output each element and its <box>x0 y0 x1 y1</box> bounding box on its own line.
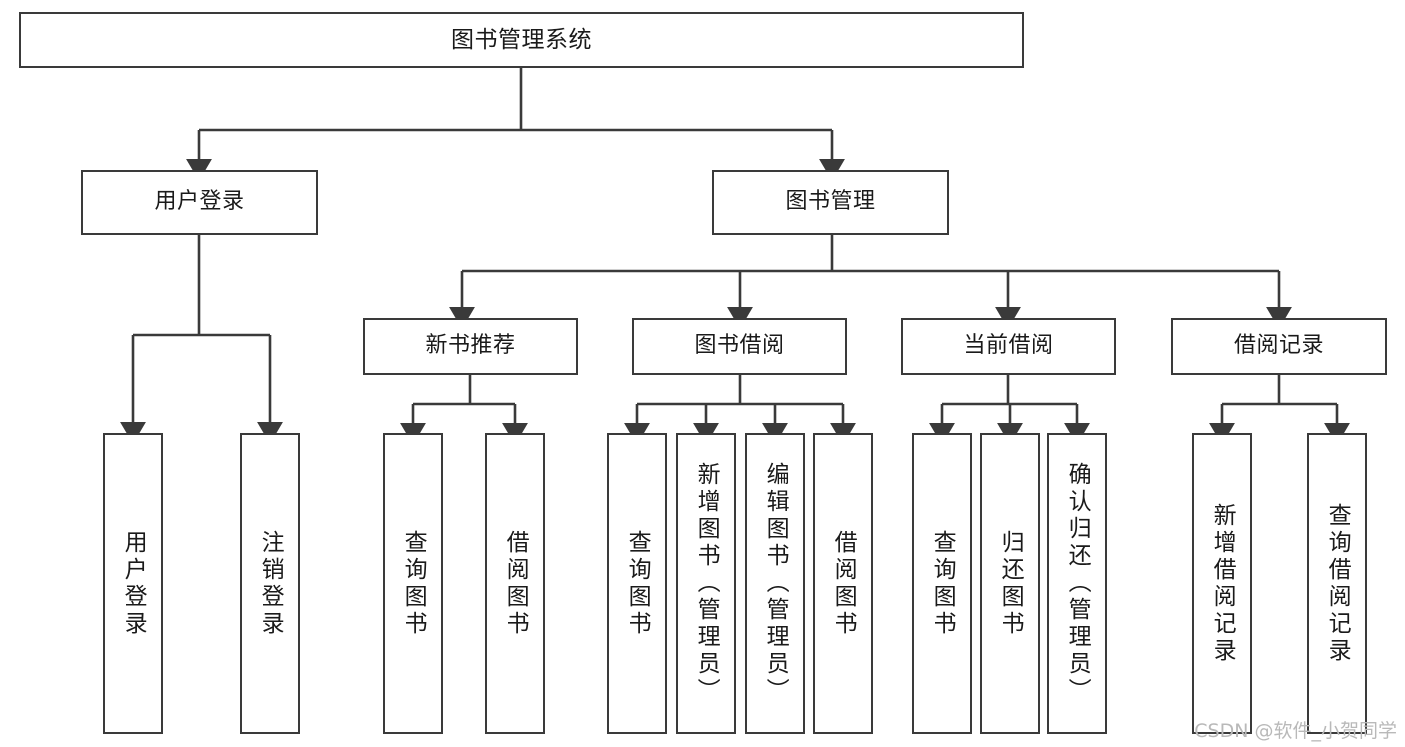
leaf-query-book-borrowing[interactable]: 查询图书 <box>607 433 667 734</box>
leaf-return-book[interactable]: 归还图书 <box>980 433 1040 734</box>
node-label: 图书借阅 <box>694 333 785 359</box>
leaf-confirm-return-admin[interactable]: 确认归还（管理员） <box>1047 433 1107 734</box>
node-label: 新增借阅记录 <box>1209 502 1236 665</box>
node-label: 借阅图书 <box>830 529 857 638</box>
leaf-query-borrowing-record[interactable]: 查询借阅记录 <box>1307 433 1367 734</box>
node-root-book-management-system[interactable]: 图书管理系统 <box>19 12 1024 68</box>
node-label: 图书管理 <box>785 189 876 215</box>
node-label: 借阅记录 <box>1233 333 1324 359</box>
node-user-login[interactable]: 用户登录 <box>81 170 318 235</box>
node-label: 查询图书 <box>624 529 651 638</box>
node-book-management[interactable]: 图书管理 <box>712 170 949 235</box>
node-label: 新书推荐 <box>425 333 516 359</box>
leaf-logout[interactable]: 注销登录 <box>240 433 300 734</box>
node-label: 新增图书（管理员） <box>693 462 720 705</box>
leaf-edit-book-admin[interactable]: 编辑图书（管理员） <box>745 433 805 734</box>
node-label: 归还图书 <box>997 529 1024 638</box>
node-label: 查询图书 <box>929 529 956 638</box>
leaf-add-borrowing-record[interactable]: 新增借阅记录 <box>1192 433 1252 734</box>
node-label: 注销登录 <box>257 529 284 638</box>
leaf-borrow-book-borrowing[interactable]: 借阅图书 <box>813 433 873 734</box>
node-book-borrowing[interactable]: 图书借阅 <box>632 318 847 375</box>
node-label: 编辑图书（管理员） <box>762 462 789 705</box>
node-borrowing-record[interactable]: 借阅记录 <box>1171 318 1387 375</box>
node-new-book-recommendation[interactable]: 新书推荐 <box>363 318 578 375</box>
leaf-query-book-new-recommendation[interactable]: 查询图书 <box>383 433 443 734</box>
node-label: 图书管理系统 <box>451 26 592 53</box>
csdn-watermark: CSDN @软件_小贺同学 <box>1194 720 1397 742</box>
node-label: 用户登录 <box>120 529 147 638</box>
leaf-user-login[interactable]: 用户登录 <box>103 433 163 734</box>
leaf-query-book-current[interactable]: 查询图书 <box>912 433 972 734</box>
leaf-borrow-book-new-recommendation[interactable]: 借阅图书 <box>485 433 545 734</box>
node-label: 查询图书 <box>400 529 427 638</box>
node-label: 查询借阅记录 <box>1324 502 1351 665</box>
leaf-add-book-admin[interactable]: 新增图书（管理员） <box>676 433 736 734</box>
node-label: 用户登录 <box>154 189 245 215</box>
node-label: 借阅图书 <box>502 529 529 638</box>
node-label: 当前借阅 <box>963 333 1054 359</box>
node-label: 确认归还（管理员） <box>1064 462 1091 705</box>
node-current-borrowing[interactable]: 当前借阅 <box>901 318 1116 375</box>
